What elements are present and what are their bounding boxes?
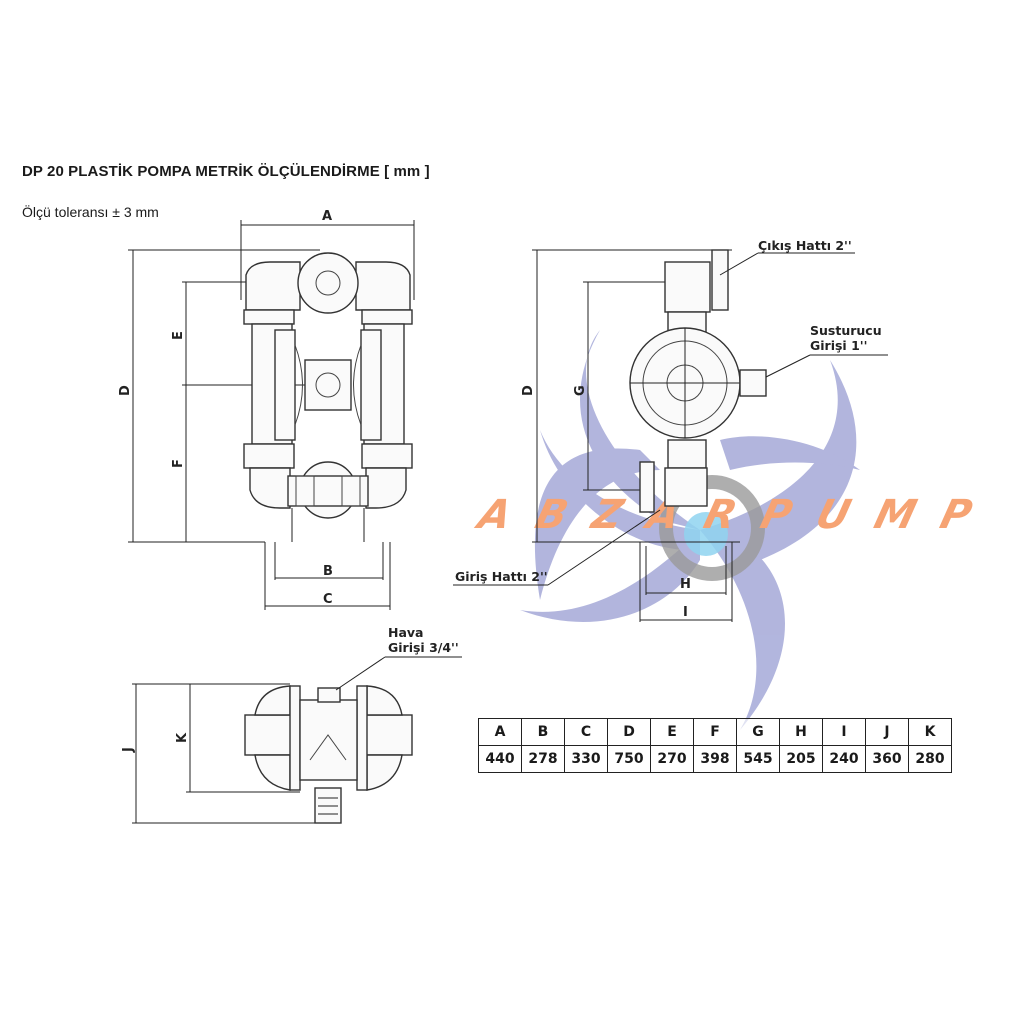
side-view: D G H I Çıkış Hattı 2'' Susturucu Girişi: [453, 238, 888, 622]
ring-icon: [659, 475, 765, 581]
muffler-callout-line2: Girişi 1'': [810, 338, 867, 353]
muffler-callout-line1: Susturucu: [810, 323, 882, 338]
table-cell: 398: [693, 745, 737, 773]
dim-label-g: G: [573, 385, 588, 396]
dim-label-f: F: [171, 459, 186, 468]
table-header-cell: K: [908, 718, 952, 746]
watermark-text: ABZARPUMP: [471, 491, 1003, 538]
dim-label-j: J: [121, 747, 136, 753]
dim-label-h: H: [680, 577, 691, 592]
air-callout-line1: Hava: [388, 625, 423, 640]
dim-label-d: D: [118, 385, 133, 396]
dot-icon: [684, 512, 728, 556]
table-header-cell: F: [693, 718, 737, 746]
table-header-row: A B C D E F G H I J K: [478, 718, 952, 746]
table-cell: 545: [736, 745, 780, 773]
air-callout-line2: Girişi 3/4'': [388, 640, 459, 655]
table-cell: 750: [607, 745, 651, 773]
table-header-cell: A: [478, 718, 522, 746]
table-cell: 440: [478, 745, 522, 773]
front-view: A D E F B C: [118, 209, 415, 610]
table-cell: 360: [865, 745, 909, 773]
table-header-cell: J: [865, 718, 909, 746]
top-view: J K Hava Girişi 3/4'': [121, 625, 462, 824]
table-cell: 270: [650, 745, 694, 773]
table-header-cell: C: [564, 718, 608, 746]
table-header-cell: G: [736, 718, 780, 746]
dim-label-i: I: [683, 605, 688, 620]
table-header-cell: H: [779, 718, 823, 746]
table-row: 440 278 330 750 270 398 545 205 240 360 …: [478, 745, 952, 773]
table-header-cell: D: [607, 718, 651, 746]
dim-label-e: E: [171, 331, 186, 340]
table-cell: 240: [822, 745, 866, 773]
table-cell: 280: [908, 745, 952, 773]
inlet-callout: Giriş Hattı 2'': [455, 569, 548, 584]
table-header-cell: I: [822, 718, 866, 746]
outlet-callout: Çıkış Hattı 2'': [758, 238, 852, 253]
dim-label-k: K: [175, 732, 190, 743]
page-title: DP 20 PLASTİK POMPA METRİK ÖLÇÜLENDİRME …: [22, 163, 430, 180]
tolerance-note: Ölçü toleransı ± 3 mm: [22, 204, 159, 220]
table-cell: 278: [521, 745, 565, 773]
dim-label-a: A: [322, 209, 332, 224]
side-dim-label-d: D: [521, 385, 536, 396]
table-header-cell: B: [521, 718, 565, 746]
table-cell: 330: [564, 745, 608, 773]
table-cell: 205: [779, 745, 823, 773]
dimensions-table: A B C D E F G H I J K 440 278 330 750 27…: [478, 718, 952, 773]
dim-label-c: C: [323, 592, 333, 607]
dim-label-b: B: [323, 564, 333, 579]
table-header-cell: E: [650, 718, 694, 746]
